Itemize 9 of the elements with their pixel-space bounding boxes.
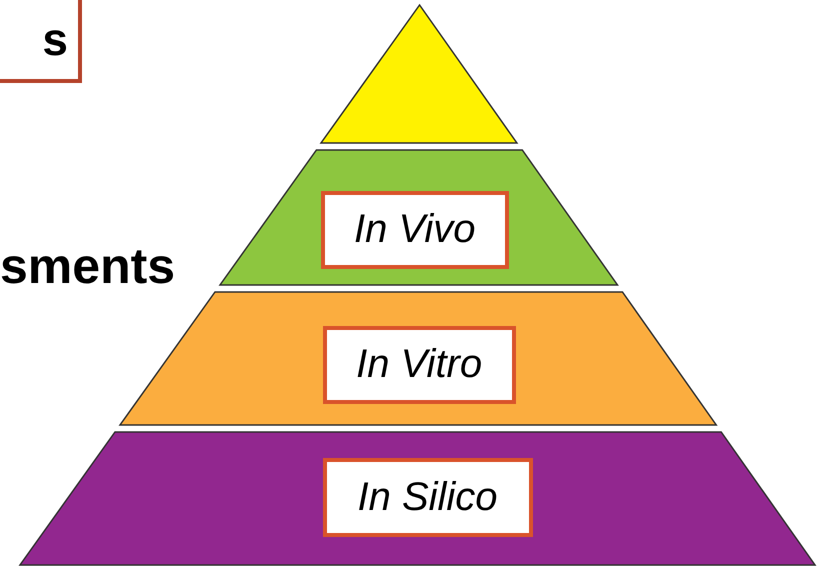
pyramid-top-triangle xyxy=(321,5,518,143)
tier-label: In Vivo xyxy=(320,190,509,268)
pyramid-tier xyxy=(20,432,815,565)
title-box: s xyxy=(0,0,82,83)
tier-label: In Vitro xyxy=(322,326,516,404)
heading-text: sments xyxy=(0,237,176,296)
pyramid-tier xyxy=(120,292,716,425)
pyramid-tier xyxy=(220,150,618,285)
tier-label: In Silico xyxy=(322,458,532,537)
